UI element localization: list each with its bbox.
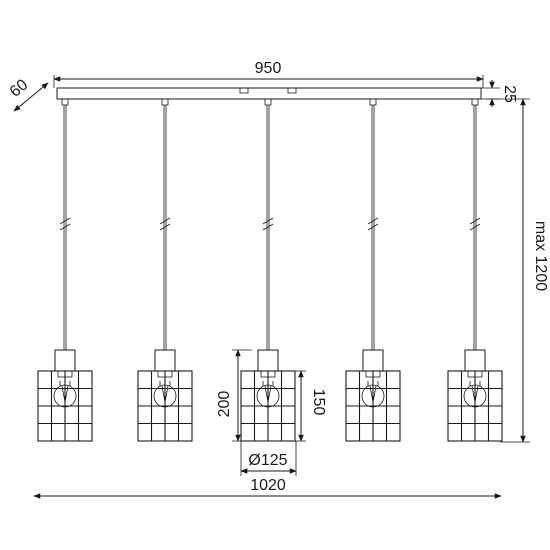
- bar-depth-dimension: 60: [7, 76, 49, 112]
- pendant-1: [37, 98, 93, 442]
- bar-height-dimension: 25: [481, 80, 518, 107]
- pendant-2: [137, 98, 193, 442]
- bulb-filament: [264, 385, 272, 403]
- pendant-3: [240, 98, 296, 442]
- lamp-socket: [154, 349, 176, 372]
- total-length-label: 1020: [250, 477, 286, 494]
- cord-break-mark: [469, 217, 481, 225]
- bulb-filament: [369, 385, 377, 403]
- bulb: [256, 384, 280, 408]
- shade-height-label: 200: [216, 391, 233, 418]
- cord-break-mark: [262, 223, 274, 231]
- cord-break-mark: [367, 223, 379, 231]
- cord-break-mark: [59, 223, 71, 231]
- cord-connector: [264, 98, 272, 106]
- bar-height-label: 25: [501, 85, 518, 103]
- shade-height-dimension: 200: [216, 349, 252, 442]
- cord-break-mark: [159, 217, 171, 225]
- bar-length-dimension: 950: [53, 60, 484, 88]
- lamp-socket: [362, 349, 384, 372]
- pendants-group: [37, 98, 503, 442]
- mount-bracket-right: [287, 87, 297, 94]
- lamp-socket: [464, 349, 486, 372]
- pendant-5: [447, 98, 503, 442]
- bulb-neck: [262, 381, 274, 386]
- mount-bracket-left: [239, 87, 249, 94]
- cord-break-mark: [59, 217, 71, 225]
- bulb: [53, 384, 77, 408]
- shade-diameter-dimension: Ø125: [240, 441, 297, 476]
- bulb-neck: [159, 381, 171, 386]
- cord-break-mark: [159, 223, 171, 231]
- bulb: [361, 384, 385, 408]
- cage-height-label: 150: [310, 389, 327, 416]
- cage-height-dimension: 150: [290, 370, 327, 442]
- bulb-neck: [367, 381, 379, 386]
- cord-break-mark: [367, 217, 379, 225]
- bar-length-label: 950: [255, 60, 282, 77]
- total-length-dimension: 1020: [33, 477, 502, 499]
- bar-depth-label: 60: [7, 76, 32, 101]
- cord-connector: [369, 98, 377, 106]
- bulb-neck: [59, 381, 71, 386]
- bulb-filament: [61, 385, 69, 403]
- max-drop-dimension: max 1200: [486, 98, 549, 443]
- cord-connector: [61, 98, 69, 106]
- bulb-filament: [161, 385, 169, 403]
- bulb: [153, 384, 177, 408]
- lamp-socket: [54, 349, 76, 372]
- bulb-neck: [469, 381, 481, 386]
- bulb: [463, 384, 487, 408]
- max-drop-label: max 1200: [532, 221, 549, 291]
- shade-diameter-label: Ø125: [248, 452, 287, 469]
- cord-connector: [471, 98, 479, 106]
- cord-break-mark: [262, 217, 274, 225]
- cord-connector: [161, 98, 169, 106]
- ceiling-bar: [56, 87, 482, 100]
- bulb-filament: [471, 385, 479, 403]
- pendant-4: [345, 98, 401, 442]
- cord-break-mark: [469, 223, 481, 231]
